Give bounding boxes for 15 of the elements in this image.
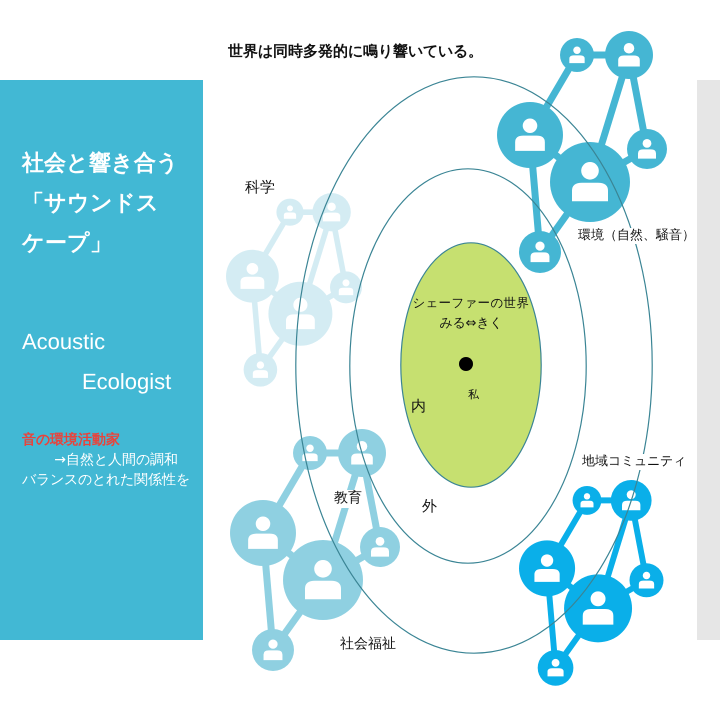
dot-label: 私 <box>468 388 479 401</box>
circle-subtitle: みる⇔きく <box>440 315 502 332</box>
topic-label: 地域コミュニティ <box>582 454 686 470</box>
side-band <box>697 80 720 640</box>
ring-label: 外 <box>422 497 437 515</box>
panel-heading: 社会と響き合う「サウンドスケープ」 <box>22 150 180 258</box>
inner-label: 内 <box>411 397 426 415</box>
highlight-text: 音の環境活動家 <box>22 431 120 450</box>
side-panel <box>0 80 203 640</box>
panel-body-text: →自然と人間の調和バランスのとれた関係性を <box>22 451 190 490</box>
title: 世界は同時多発的に鳴り響いている。 <box>228 42 483 62</box>
circle-title: シェーファーの世界 <box>412 295 530 311</box>
panel-subtitle: Acoustic Ecologist <box>22 328 172 396</box>
topic-label: 科学 <box>245 178 275 197</box>
topic-label: 教育 <box>334 490 362 508</box>
